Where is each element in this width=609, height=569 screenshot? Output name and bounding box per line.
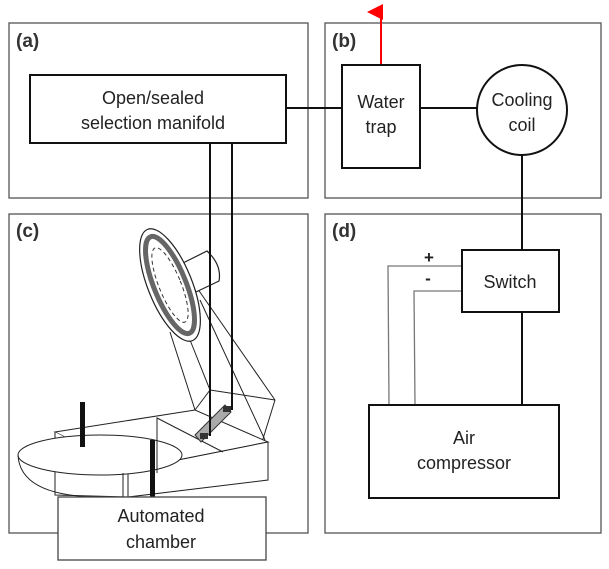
manifold-box [29, 74, 287, 144]
switch-label: Switch [483, 272, 536, 292]
cooling-coil-label-line1: Cooling [491, 90, 552, 110]
manifold-label-line1: Open/sealed [102, 88, 204, 108]
air-compressor-label-line2: compressor [417, 453, 511, 473]
positive-wire [387, 265, 462, 406]
panel-d-label: (d) [332, 221, 356, 242]
water-trap-label-line1: Water [357, 92, 404, 112]
air-compressor-box [368, 404, 560, 499]
negative-terminal-label: - [425, 269, 431, 288]
panel-c-label: (c) [16, 221, 39, 242]
cooling-coil-circle [476, 64, 568, 156]
chamber-lid [139, 228, 221, 342]
panel-a-label: (a) [16, 31, 39, 52]
panel-d [324, 213, 602, 534]
cooling-coil-label-line2: coil [508, 115, 535, 135]
negative-wire [413, 290, 462, 406]
positive-terminal-label: + [424, 248, 434, 267]
automated-chamber-label-line2: chamber [126, 532, 196, 552]
lid-support-struts [169, 284, 276, 443]
chamber-illustration [17, 228, 276, 498]
manifold-label-line2: selection manifold [81, 113, 225, 133]
water-trap-box [341, 64, 421, 169]
automated-chamber-label-line1: Automated [117, 506, 204, 526]
chamber-post-left [80, 402, 85, 447]
air-compressor-label-line1: Air [453, 428, 475, 448]
water-trap-label-line2: trap [365, 117, 396, 137]
chamber-base [17, 409, 270, 498]
chamber-piston [194, 404, 232, 443]
switch-box [461, 249, 560, 313]
panel-b [324, 22, 602, 199]
panel-b-label: (b) [332, 31, 356, 52]
automated-chamber-box [57, 496, 267, 561]
chamber-post-front [150, 440, 155, 498]
panel-a [8, 22, 309, 199]
